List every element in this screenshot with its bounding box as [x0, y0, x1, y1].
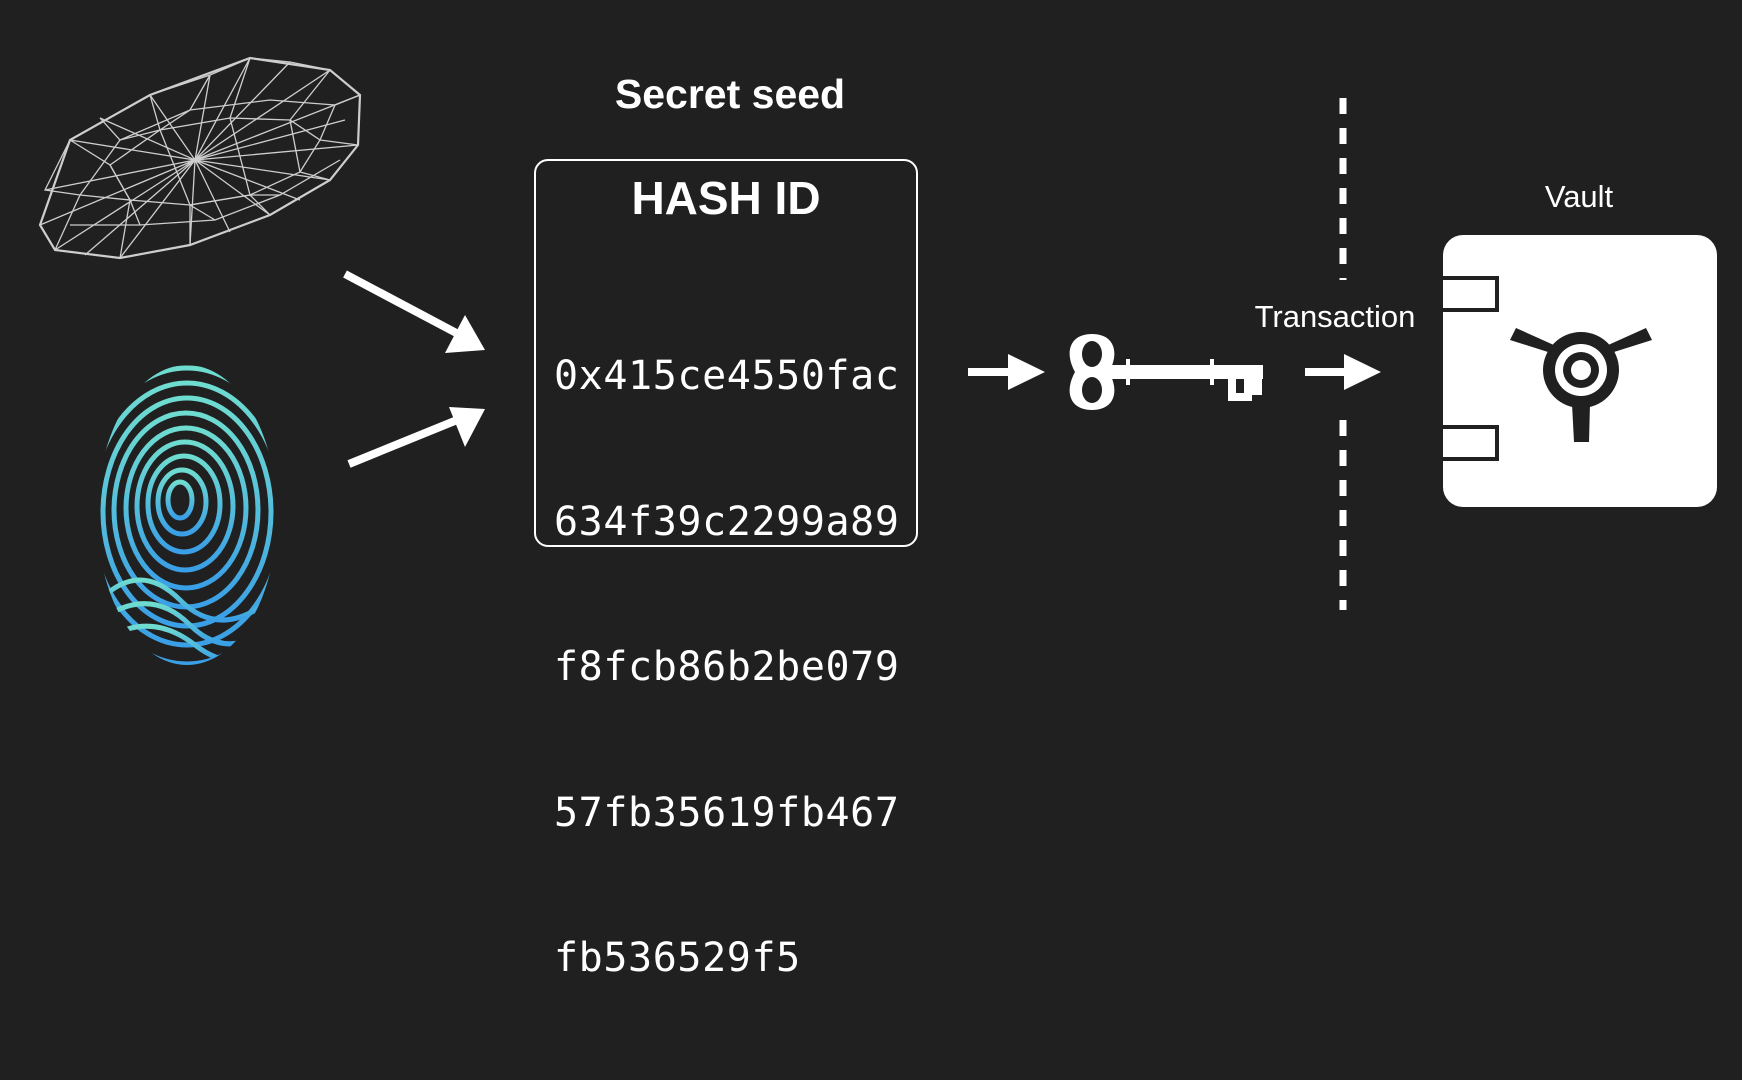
arrow-hash-to-key	[968, 354, 1045, 390]
arrow-mesh-to-hash	[343, 270, 485, 353]
hash-id-value: 0x415ce4550fac 634f39c2299a89 f8fcb86b2b…	[554, 255, 900, 1080]
secret-seed-title: Secret seed	[614, 71, 846, 117]
arrow-fingerprint-to-hash	[347, 407, 485, 468]
hash-line: f8fcb86b2be079	[554, 644, 900, 690]
hash-id-title: HASH ID	[631, 172, 821, 224]
hash-line: fb536529f5	[554, 935, 801, 981]
key-icon	[1069, 334, 1263, 410]
diagram-canvas	[38, 56, 1717, 665]
hash-line: 634f39c2299a89	[554, 498, 900, 545]
wireframe-mesh-icon	[38, 56, 362, 260]
hash-line: 0x415ce4550fac	[554, 353, 900, 399]
vault-label: Vault	[1544, 179, 1614, 214]
hash-line: 57fb35619fb467	[554, 789, 900, 836]
fingerprint-icon	[97, 365, 277, 665]
hash-id-box: HASH ID 0x415ce4550fac 634f39c2299a89 f8…	[534, 159, 918, 981]
arrow-key-to-vault	[1305, 354, 1381, 390]
transaction-label: Transaction	[1254, 299, 1416, 334]
vault-icon	[1443, 235, 1717, 507]
